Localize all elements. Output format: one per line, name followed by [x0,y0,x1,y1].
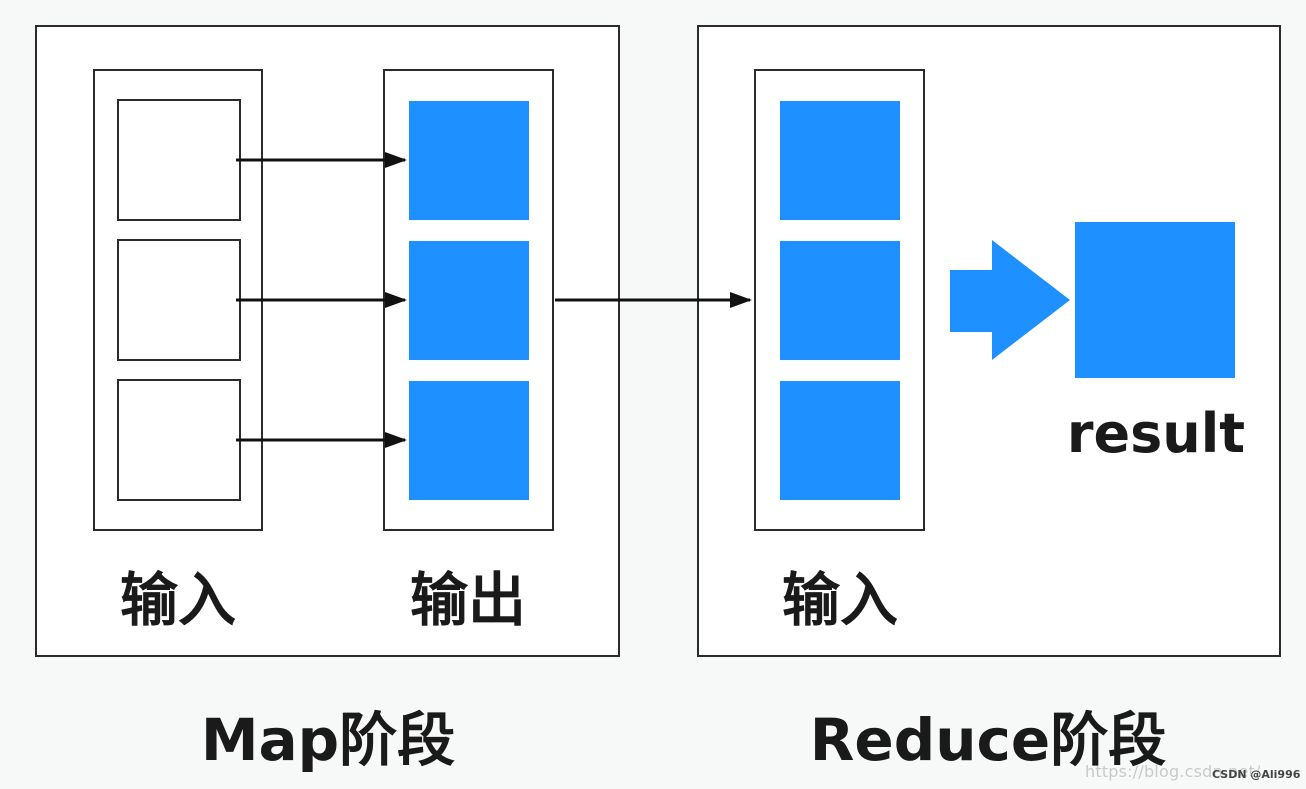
watermark-brand: CSDN @Ali996 [1212,768,1301,781]
reduce-arrow [950,240,1070,360]
reduce-stage-title: Reduce阶段 [810,706,1167,774]
reduce-input-block-2 [780,241,900,360]
map-input-block-3 [117,379,241,501]
map-input-label: 输入 [120,566,236,634]
reduce-input-block-1 [780,101,900,220]
map-stage-title: Map阶段 [201,706,455,774]
result-label: result [1067,402,1245,465]
map-output-block-3 [409,381,529,500]
reduce-input-block-3 [780,381,900,500]
watermark-url: https://blog.csdn.net/ [1085,762,1261,781]
map-output-block-2 [409,241,529,360]
map-input-block-1 [117,99,241,221]
reduce-input-label: 输入 [782,566,898,634]
result-block [1075,222,1235,378]
map-output-block-1 [409,101,529,220]
map-input-block-2 [117,239,241,361]
map-output-label: 输出 [410,566,526,634]
